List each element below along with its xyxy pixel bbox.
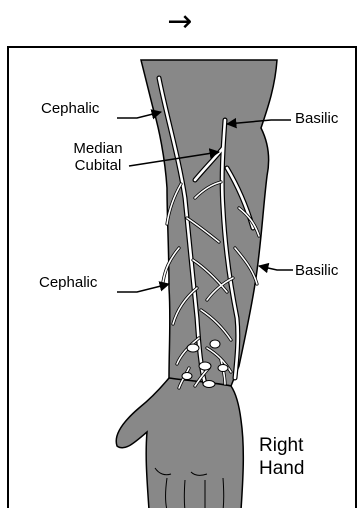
- arm-vein-diagram: Cephalic Basilic Median Cubital Cephalic…: [7, 46, 357, 508]
- label-median-cubital: Median Cubital: [65, 140, 131, 174]
- label-basilic-lower: Basilic: [295, 262, 338, 279]
- direction-arrow-icon: →: [0, 4, 360, 40]
- label-median-line2: Cubital: [65, 157, 131, 174]
- label-median-line1: Median: [65, 140, 131, 157]
- hand-caption-line1: Right: [259, 434, 304, 457]
- label-cephalic-upper: Cephalic: [41, 100, 99, 117]
- cephalic-lower-pointer: [117, 284, 169, 292]
- label-cephalic-lower: Cephalic: [39, 274, 97, 291]
- forearm-shape: [141, 60, 277, 386]
- hand-caption: Right Hand: [259, 434, 304, 480]
- basilic-lower-pointer: [259, 266, 293, 270]
- hand-shape: [116, 378, 243, 508]
- hand-caption-line2: Hand: [259, 457, 304, 480]
- label-basilic-upper: Basilic: [295, 110, 338, 127]
